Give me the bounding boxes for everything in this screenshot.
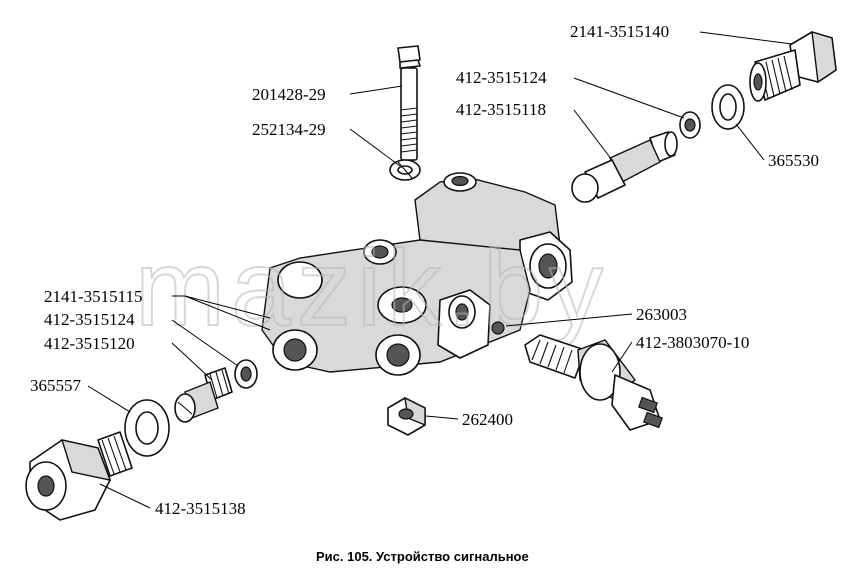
top-right-fitting <box>749 31 837 102</box>
label-nut: 262400 <box>462 410 513 429</box>
lock-washer <box>389 159 421 181</box>
label-lock-washer: 252134-29 <box>252 120 326 139</box>
left-fitting <box>25 431 133 521</box>
label-left-union: 2141-3515115 <box>44 287 143 306</box>
left-large-washer <box>124 399 170 457</box>
valve-body <box>261 172 573 376</box>
top-right-valve <box>571 131 678 203</box>
top-right-small-washer <box>679 111 701 139</box>
label-switch: 412-3803070-10 <box>636 333 749 352</box>
pressure-switch <box>524 334 663 431</box>
ball <box>491 321 505 335</box>
left-small-washer <box>234 359 258 389</box>
label-top-right-small-washer: 412-3515124 <box>456 68 547 87</box>
label-ball: 263003 <box>636 305 687 324</box>
label-left-fitting: 412-3515138 <box>155 499 246 518</box>
leader-lines <box>87 31 793 509</box>
left-valve <box>174 367 233 423</box>
label-top-right-large-washer: 365530 <box>768 151 819 170</box>
label-left-large-washer: 365557 <box>30 376 82 395</box>
square-nut <box>387 396 426 436</box>
label-bolt: 201428-29 <box>252 85 326 104</box>
figure-caption: Рис. 105. Устройство сигнальное <box>316 549 529 564</box>
label-left-small-washer: 412-3515124 <box>44 310 135 329</box>
label-left-valve: 412-3515120 <box>44 334 135 353</box>
label-top-right-valve: 412-3515118 <box>456 100 546 119</box>
top-right-large-washer <box>711 84 745 130</box>
watermark: mazik.by <box>135 227 609 348</box>
bolt <box>397 45 421 161</box>
label-top-right-fitting: 2141-3515140 <box>570 22 669 41</box>
